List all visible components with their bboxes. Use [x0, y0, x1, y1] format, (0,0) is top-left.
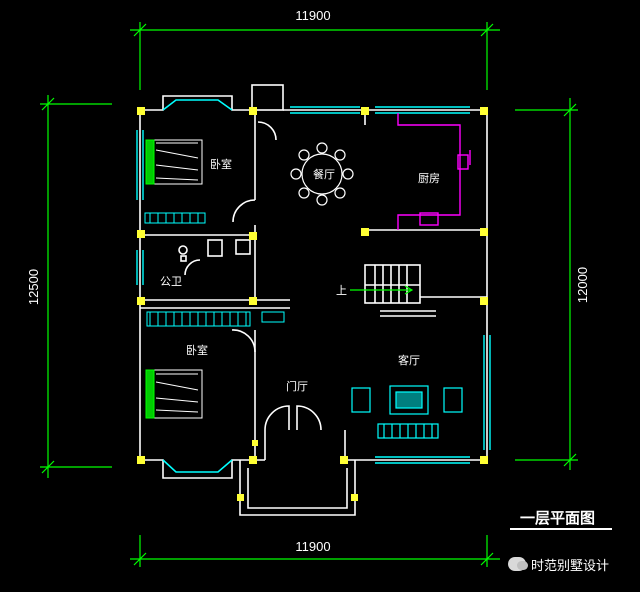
watermark: 时范别墅设计 — [508, 552, 634, 576]
label-foyer: 门厅 — [286, 379, 308, 393]
label-bedroom-upper: 卧室 — [210, 157, 232, 171]
label-dining: 餐厅 — [313, 167, 335, 181]
living-furniture — [351, 385, 463, 439]
chat-bubble-icon — [508, 557, 528, 571]
label-stair-up: 上 — [336, 284, 347, 297]
dim-right: 12000 — [575, 267, 590, 303]
stair-arrow — [350, 285, 414, 295]
beds — [145, 139, 203, 419]
walls — [139, 84, 488, 516]
dim-left: 12500 — [26, 269, 41, 305]
dining-table — [290, 142, 354, 206]
kitchen-counter — [397, 113, 471, 230]
dim-bottom: 11900 — [295, 539, 330, 554]
watermark-text: 时范别墅设计 — [531, 558, 610, 574]
columns — [137, 107, 488, 501]
label-bedroom-lower: 卧室 — [186, 343, 208, 357]
dim-top: 11900 — [295, 8, 330, 23]
label-kitchen: 厨房 — [418, 172, 440, 185]
dimension-lines — [40, 22, 578, 567]
label-living: 客厅 — [398, 353, 420, 367]
label-bathroom: 公卫 — [160, 275, 182, 288]
wardrobes — [144, 212, 285, 327]
plan-title: 一层平面图 — [520, 509, 595, 527]
windows — [136, 106, 491, 464]
